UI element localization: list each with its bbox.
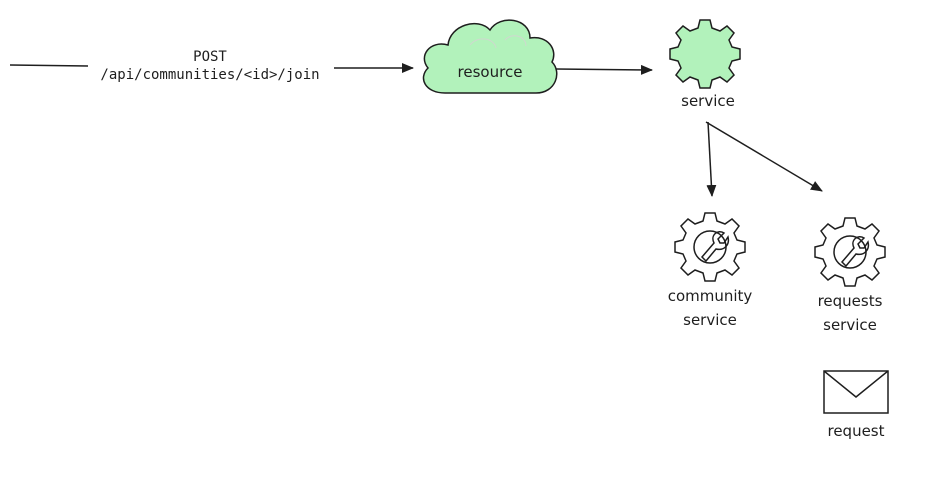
arrow-to-service	[555, 64, 653, 75]
community-service-label: community service	[660, 284, 760, 332]
community-service-line1: community	[667, 287, 753, 305]
gear-icon	[669, 19, 741, 89]
wrench-gear-icon	[814, 217, 886, 287]
wrench-gear-icon	[674, 212, 746, 282]
http-method: POST	[193, 49, 227, 65]
envelope-icon	[823, 370, 889, 414]
arrow-to-community-service	[706, 121, 717, 197]
requests-service-line1: requests	[817, 292, 883, 310]
community-service-line2: service	[683, 311, 737, 329]
cloud-icon	[422, 19, 558, 94]
requests-service-label: requests service	[800, 289, 900, 337]
endpoint-label: POST /api/communities/<id>/join	[88, 48, 332, 84]
endpoint-path: /api/communities/<id>/join	[100, 67, 320, 83]
requests-service-line2: service	[823, 316, 877, 334]
service-label: service	[681, 92, 735, 110]
request-line-left	[9, 64, 89, 67]
arrow-to-requests-service	[705, 121, 823, 192]
request-label: request	[827, 422, 885, 440]
resource-label: resource	[457, 63, 523, 81]
